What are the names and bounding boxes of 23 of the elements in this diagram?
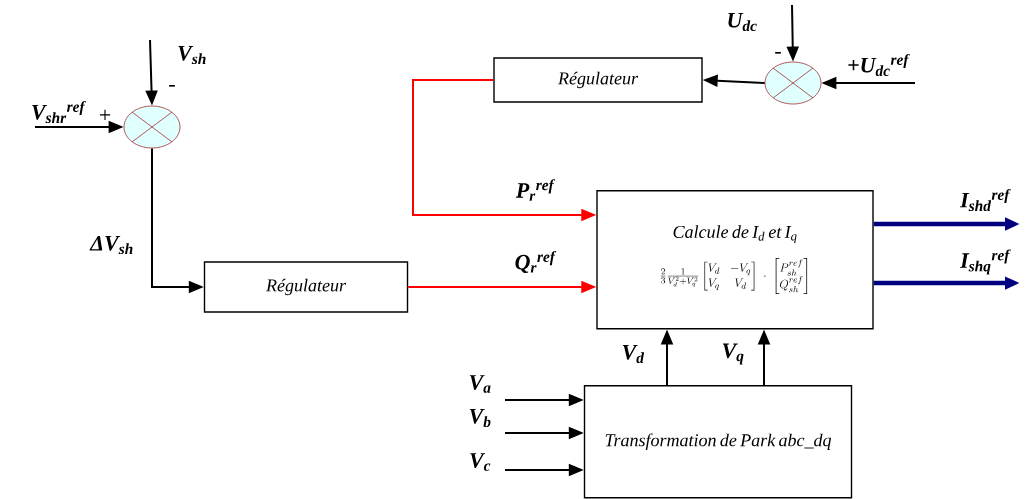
edge-label: U$_{dc}$ bbox=[725, 11, 759, 33]
edge-label: V$_{a}$ bbox=[467, 374, 493, 394]
edge-label: V$_{c}$ bbox=[468, 452, 492, 472]
edge-label: V$_{sh}$ bbox=[176, 44, 208, 66]
sign-label: + bbox=[99, 109, 111, 121]
edge-label: Q$_{r}$ref bbox=[513, 250, 557, 274]
edge-label: V$_{q}$ bbox=[720, 342, 746, 366]
edge-label: V$_{d}$ bbox=[620, 343, 646, 365]
sign-label: - bbox=[169, 85, 175, 87]
summing-junction bbox=[764, 61, 822, 105]
edge-label: +U$_{dc}$ref bbox=[846, 52, 910, 78]
sign-label: - bbox=[775, 52, 781, 54]
block-box: Calcule de I$_{d}$ et I$_{q}$ $\frac{2}{3}\frac{1}{V_d^2+V_q^2}\begin{bmatrix}V_d & -V_q\\ V_q & V_d\end{bmatrix}\cdot\begin{bmatrix}P_{sh}^{ref}\\ Q_{sh}^{ref}\end{bmatrix}$ bbox=[596, 190, 874, 330]
block-box: Transformation de Park abc_dq bbox=[583, 385, 853, 499]
edge-label: V$_{b}$ bbox=[467, 407, 493, 429]
edge-label: I$_{shq}$ref bbox=[959, 248, 1011, 276]
summing-junction bbox=[123, 105, 181, 149]
edge-label: P$_{r}$ref bbox=[514, 178, 556, 202]
edge-label: I$_{shd}$ref bbox=[959, 187, 1011, 213]
edge-label: ΔV$_{sh}$ bbox=[89, 234, 135, 256]
block-box: Régulateur bbox=[203, 261, 409, 313]
block-box: Régulateur bbox=[493, 57, 703, 103]
edge-label: V$_{shr}$ref bbox=[29, 99, 87, 125]
